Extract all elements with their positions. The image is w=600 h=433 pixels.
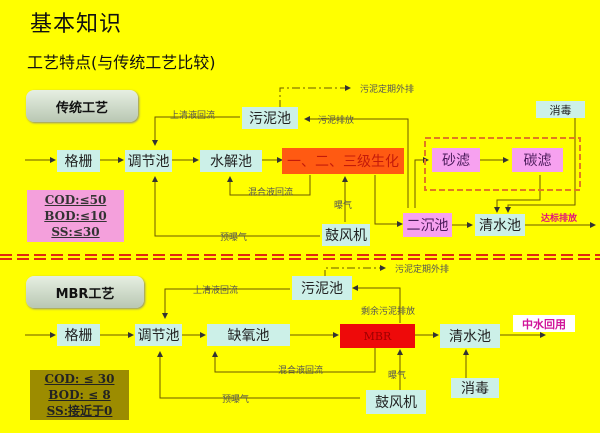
mbr-sludge-tank-box: 污泥池: [292, 276, 352, 300]
mbr-pre-aeration-label: 预曝气: [222, 395, 250, 405]
trad-effluent-spec: COD:≤50 BOD:≤10 SS:≤30: [27, 190, 124, 242]
trad-spec-ss: SS:≤30: [51, 225, 100, 239]
trad-sludge-tank-box: 污泥池: [242, 107, 298, 129]
mbr-anoxic-box: 缺氧池: [207, 324, 290, 346]
mbr-spec-cod: COD: ≤ 30: [44, 372, 115, 386]
trad-disinfection-box: 消毒: [536, 101, 585, 118]
trad-supernatant-return-label: 上清液回流: [170, 111, 216, 121]
mbr-sludge-periodic-label: 污泥定期外排: [395, 265, 450, 275]
trad-sand-filter-box: 砂滤: [432, 148, 480, 172]
trad-biochem-box: 一、二、三级生化: [282, 148, 404, 174]
trad-equalization-box: 调节池: [125, 150, 172, 172]
mbr-reuse-box: 中水回用: [513, 315, 575, 332]
traditional-process-tag: 传统工艺: [26, 90, 138, 122]
mbr-disinfection-box: 消毒: [451, 378, 499, 398]
mbr-equalization-box: 调节池: [135, 324, 182, 346]
page-subtitle: 工艺特点(与传统工艺比较): [27, 53, 216, 72]
mbr-spec-ss: SS:接近于0: [46, 404, 113, 418]
mbr-process-tag: MBR工艺: [26, 276, 144, 308]
mbr-screen-box: 格栅: [57, 324, 100, 346]
mbr-reactor-box: MBR: [340, 324, 415, 348]
mbr-mixed-liquor-label: 混合液回流: [278, 366, 324, 376]
trad-screen-box: 格栅: [57, 150, 100, 172]
page-title: 基本知识: [30, 12, 123, 37]
trad-sludge-periodic-label: 污泥定期外排: [360, 85, 415, 95]
mbr-aeration-label: 曝气: [388, 371, 407, 381]
mbr-spec-bod: BOD: ≤ 8: [48, 388, 111, 402]
trad-carbon-filter-box: 碳滤: [512, 148, 563, 172]
trad-spec-cod: COD:≤50: [44, 193, 107, 207]
mbr-supernatant-return-label: 上清液回流: [193, 286, 239, 296]
trad-spec-bod: BOD:≤10: [44, 209, 107, 223]
trad-blower-box: 鼓风机: [322, 224, 370, 246]
trad-pre-aeration-label: 预曝气: [220, 233, 248, 243]
mbr-effluent-spec: COD: ≤ 30 BOD: ≤ 8 SS:接近于0: [30, 370, 129, 420]
trad-clear-tank-box: 清水池: [475, 214, 525, 236]
mbr-clear-tank-box: 清水池: [440, 324, 500, 348]
trad-hydrolysis-box: 水解池: [200, 150, 262, 172]
trad-secondary-clarifier-box: 二沉池: [403, 213, 452, 237]
trad-mixed-liquor-label: 混合液回流: [248, 188, 294, 198]
mbr-blower-box: 鼓风机: [366, 390, 426, 414]
trad-aeration-label: 曝气: [334, 201, 353, 211]
section-divider: [0, 254, 600, 262]
trad-compliant-discharge-label: 达标排放: [541, 214, 578, 224]
mbr-excess-sludge-label: 剩余污泥排放: [361, 307, 416, 317]
trad-sludge-discharge-label: 污泥排放: [318, 116, 355, 126]
